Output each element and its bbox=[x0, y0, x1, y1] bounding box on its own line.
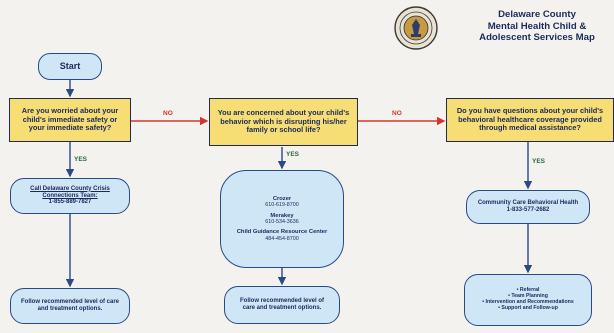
ccbh-name: Community Care Behavioral Health bbox=[477, 200, 579, 207]
follow-recommended-node: Follow recommended level of care and tre… bbox=[10, 288, 130, 324]
question-text: Do you have questions about your child's… bbox=[456, 106, 604, 133]
service-item: • Intervention and Recommendations bbox=[482, 299, 574, 305]
crozer-name: Crozer bbox=[272, 195, 292, 202]
providers-node: Crozer 610-619-8700 Merakey 610-534-3636… bbox=[220, 170, 344, 268]
crisis-phone: 1-855-889-7827 bbox=[48, 199, 92, 206]
question-text: Are you worried about your child's immed… bbox=[21, 106, 119, 133]
county-seal-icon bbox=[394, 6, 438, 55]
cgrc-name: Child Guidance Resource Center bbox=[236, 229, 328, 236]
services-node: • Referral • Team Planning • Interventio… bbox=[464, 274, 592, 326]
ccbh-node: Community Care Behavioral Health 1-833-5… bbox=[466, 190, 590, 224]
follow-text: Follow recommended level of care and tre… bbox=[239, 298, 325, 311]
crozer-phone: 610-619-8700 bbox=[265, 202, 299, 209]
question-child-behavior: You are concerned about your child's beh… bbox=[209, 98, 358, 146]
page-title: Delaware County Mental Health Child & Ad… bbox=[462, 9, 612, 44]
yes-label: YES bbox=[532, 158, 546, 165]
crisis-line1: Call Delaware County Crisis bbox=[30, 185, 110, 192]
service-item: • Team Planning bbox=[508, 293, 548, 300]
question-text: You are concerned about your child's beh… bbox=[217, 108, 350, 135]
title-line: Delaware County bbox=[498, 9, 576, 20]
ccbh-phone: 1-833-577-2682 bbox=[506, 207, 550, 213]
yes-label: YES bbox=[286, 151, 300, 158]
follow-text: Follow recommended level of care and tre… bbox=[20, 299, 120, 312]
question-immediate-safety: Are you worried about your child's immed… bbox=[9, 98, 131, 142]
title-line: Mental Health Child & bbox=[487, 20, 587, 32]
service-item: • Support and Follow-up bbox=[498, 304, 558, 311]
start-label: Start bbox=[59, 61, 81, 72]
crisis-connections-node: Call Delaware County Crisis Connections … bbox=[10, 178, 130, 214]
title-line: Adolescent Services Map bbox=[479, 32, 595, 43]
no-label: NO bbox=[392, 110, 402, 117]
service-item: • Referral bbox=[516, 287, 540, 294]
merakey-name: Merakey bbox=[270, 212, 294, 219]
follow-recommended-node: Follow recommended level of care and tre… bbox=[224, 286, 340, 324]
crisis-line2: Connections Team: bbox=[42, 192, 98, 199]
yes-label: YES bbox=[74, 156, 88, 163]
no-label: NO bbox=[163, 110, 173, 117]
question-healthcare-coverage: Do you have questions about your child's… bbox=[446, 98, 614, 142]
cgrc-phone: 484-454-8700 bbox=[265, 236, 299, 243]
start-node: Start bbox=[38, 53, 102, 80]
merakey-phone: 610-534-3636 bbox=[265, 219, 299, 226]
